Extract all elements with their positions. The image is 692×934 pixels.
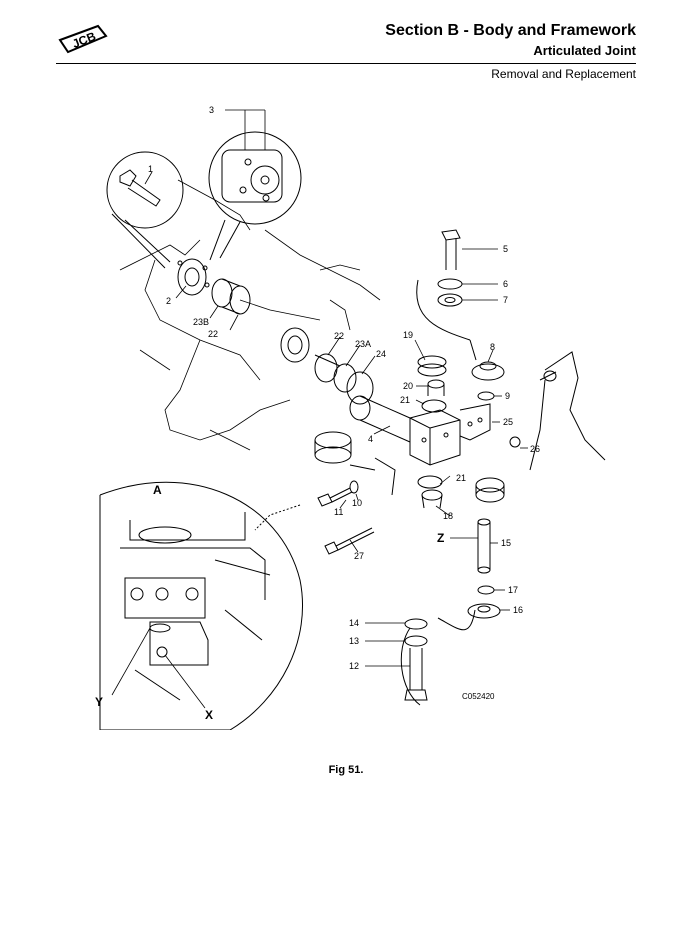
callout-5: 5 bbox=[503, 244, 508, 254]
callout-14: 14 bbox=[349, 618, 359, 628]
callout-21a: 21 bbox=[400, 395, 410, 405]
callout-3: 3 bbox=[209, 105, 214, 115]
exploded-view-illustration: 3 1 2 23B 22 22 23A 24 19 20 21 4 5 6 7 … bbox=[0, 90, 692, 731]
view-label-x: X bbox=[205, 708, 213, 722]
callout-24: 24 bbox=[376, 349, 386, 359]
frame-arm bbox=[509, 351, 606, 471]
washer-9 bbox=[477, 391, 495, 401]
callout-11: 11 bbox=[334, 507, 343, 517]
callout-22a: 22 bbox=[208, 329, 218, 339]
subsection-title: Articulated Joint bbox=[533, 43, 636, 58]
bearing-stack-upper bbox=[417, 355, 447, 413]
callout-12: 12 bbox=[349, 661, 359, 671]
callout-23b: 23B bbox=[193, 317, 209, 327]
pin-15 bbox=[477, 518, 491, 574]
detail-view-12 bbox=[400, 609, 476, 706]
callout-27: 27 bbox=[354, 551, 364, 561]
bush-23b bbox=[211, 278, 251, 315]
callout-4: 4 bbox=[368, 434, 373, 444]
callout-26: 26 bbox=[530, 444, 540, 454]
seal-rings bbox=[280, 327, 374, 405]
callout-labels: 3 1 2 23B 22 22 23A 24 19 20 21 4 5 6 7 … bbox=[148, 105, 540, 671]
pivot-bush bbox=[475, 477, 505, 503]
callout-8: 8 bbox=[490, 342, 495, 352]
callout-1: 1 bbox=[148, 164, 153, 174]
figure-caption: Fig 51. bbox=[328, 764, 364, 776]
callout-6: 6 bbox=[503, 279, 508, 289]
callout-18: 18 bbox=[443, 511, 453, 521]
frame-outline bbox=[119, 179, 381, 451]
callout-2: 2 bbox=[166, 296, 171, 306]
callout-22b: 22 bbox=[334, 331, 344, 341]
shaft-4 bbox=[349, 395, 411, 443]
callout-10: 10 bbox=[352, 498, 362, 508]
callout-17: 17 bbox=[508, 585, 518, 595]
bush-inset bbox=[314, 431, 396, 496]
flange-plate bbox=[177, 258, 210, 296]
callout-19: 19 bbox=[403, 330, 413, 340]
callout-20: 20 bbox=[403, 381, 413, 391]
callout-21b: 21 bbox=[456, 473, 466, 483]
callout-13: 13 bbox=[349, 636, 359, 646]
jcb-logo: JCB bbox=[58, 24, 108, 54]
cap-16 bbox=[467, 603, 501, 619]
detail-view-3 bbox=[208, 131, 302, 261]
view-label-z: Z bbox=[437, 531, 444, 545]
callout-16: 16 bbox=[513, 605, 523, 615]
bolt-5 bbox=[416, 229, 505, 381]
hinge-block bbox=[409, 409, 461, 466]
leader-lines bbox=[111, 109, 528, 709]
view-label-a: A bbox=[153, 483, 162, 497]
drawing-code: C052420 bbox=[462, 692, 495, 701]
detail-view-a bbox=[99, 481, 304, 731]
procedure-title: Removal and Replacement bbox=[491, 67, 636, 81]
section-title: Section B - Body and Framework bbox=[385, 22, 636, 39]
bolt-11 bbox=[317, 480, 359, 507]
bearing-stack-lower bbox=[417, 475, 443, 509]
view-label-y: Y bbox=[95, 695, 103, 709]
bolt-27 bbox=[324, 527, 375, 555]
washer-17 bbox=[477, 585, 495, 595]
view-labels: A Z Y X bbox=[95, 483, 444, 722]
callout-25: 25 bbox=[503, 417, 513, 427]
callout-23a: 23A bbox=[355, 339, 371, 349]
callout-7: 7 bbox=[503, 295, 508, 305]
detail-view-1 bbox=[106, 151, 184, 269]
bracket-25 bbox=[459, 403, 491, 441]
callout-9: 9 bbox=[505, 391, 510, 401]
header-divider bbox=[56, 63, 636, 64]
callout-15: 15 bbox=[501, 538, 511, 548]
